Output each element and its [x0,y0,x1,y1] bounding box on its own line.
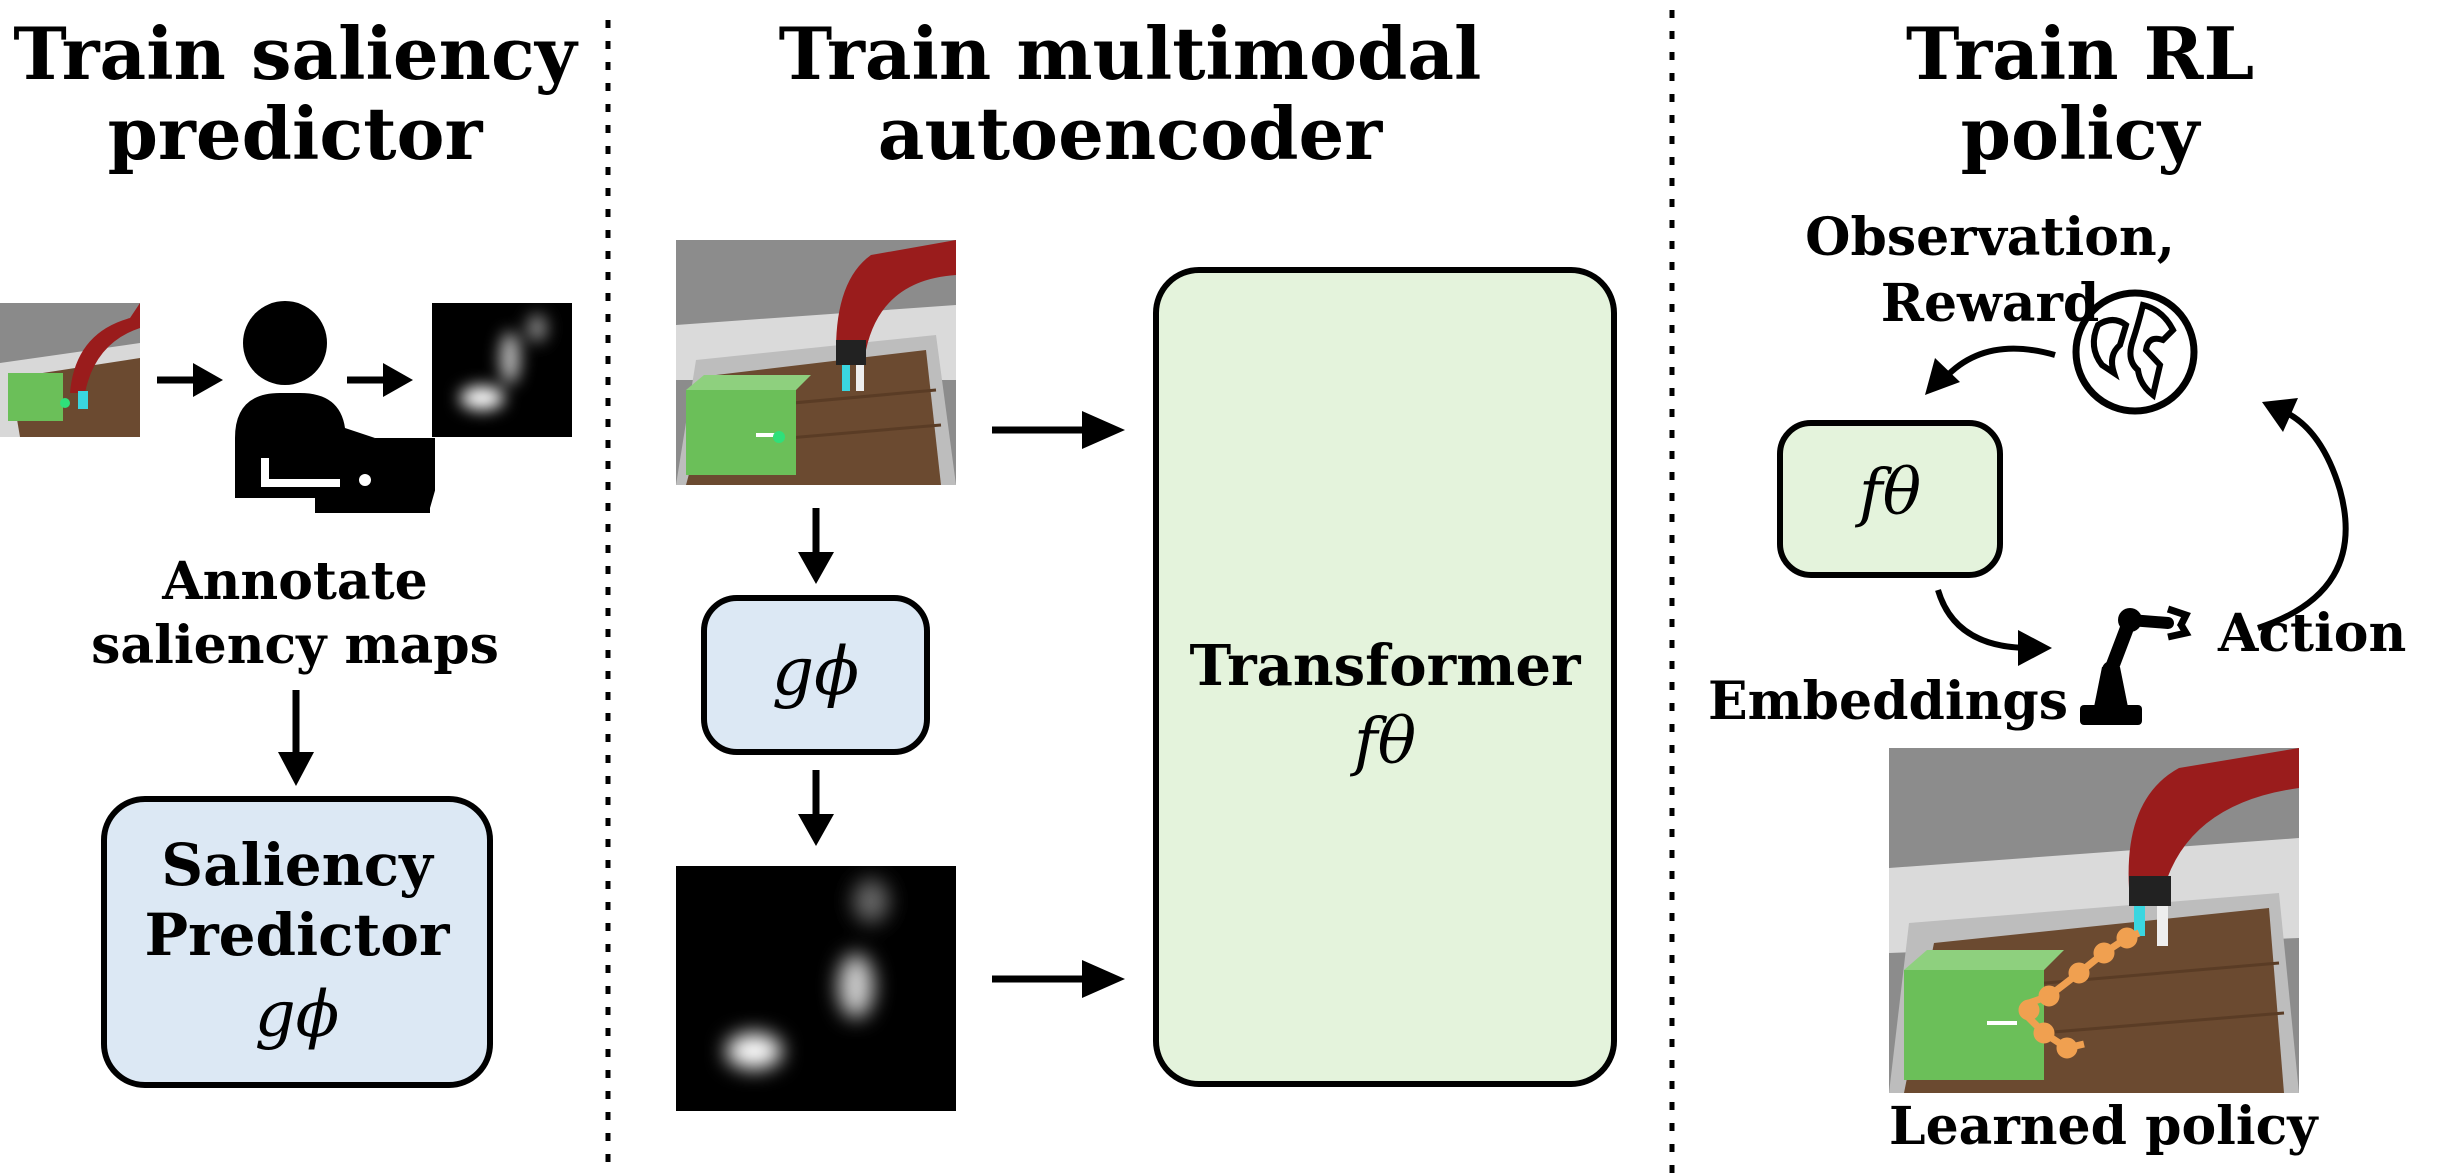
learned-policy-image [1889,748,2299,1093]
saliency-panel-title: Train saliency predictor [13,11,577,176]
transformer-box: Transformer fθ [1153,267,1617,1087]
encoder-box: gϕ [701,595,930,755]
policy-symbol: fθ [1858,456,1922,530]
arrow-right-icon [347,363,413,397]
arrow-right-icon [157,363,223,397]
globe-icon [2072,289,2198,415]
small-robot-scene-image [0,303,140,437]
annotate-label: Annotate saliency maps [91,551,499,676]
saliency-predictor-box: Saliency Predictor gϕ [101,796,493,1088]
arrow-down-icon [278,690,314,786]
autoencoder-panel-title: Train multimodal autoencoder [778,11,1482,176]
arrow-right-icon [992,411,1125,449]
robot-arm-icon [2080,605,2192,725]
arrow-down-icon [798,770,834,846]
saliency-predictor-symbol: gϕ [254,978,340,1052]
robot-scene-image [676,240,956,485]
action-label: Action [2218,603,2407,664]
saliency-map-image [676,866,956,1111]
person-laptop-icon [235,301,435,513]
embeddings-label: Embeddings [1708,671,2069,732]
encoder-symbol: gϕ [771,633,860,710]
rl-panel-title: Train RL policy [1905,11,2255,176]
small-saliency-map-image [432,303,572,437]
transformer-label: Transformer [1189,633,1581,699]
policy-embedding-box: fθ [1777,420,2003,578]
transformer-symbol: fθ [1353,705,1417,779]
learned-policy-label: Learned policy [1889,1096,2318,1157]
arrow-right-icon [992,960,1125,998]
arrow-down-icon [798,508,834,584]
observation-reward-label: Observation, Reward [1805,207,2175,334]
